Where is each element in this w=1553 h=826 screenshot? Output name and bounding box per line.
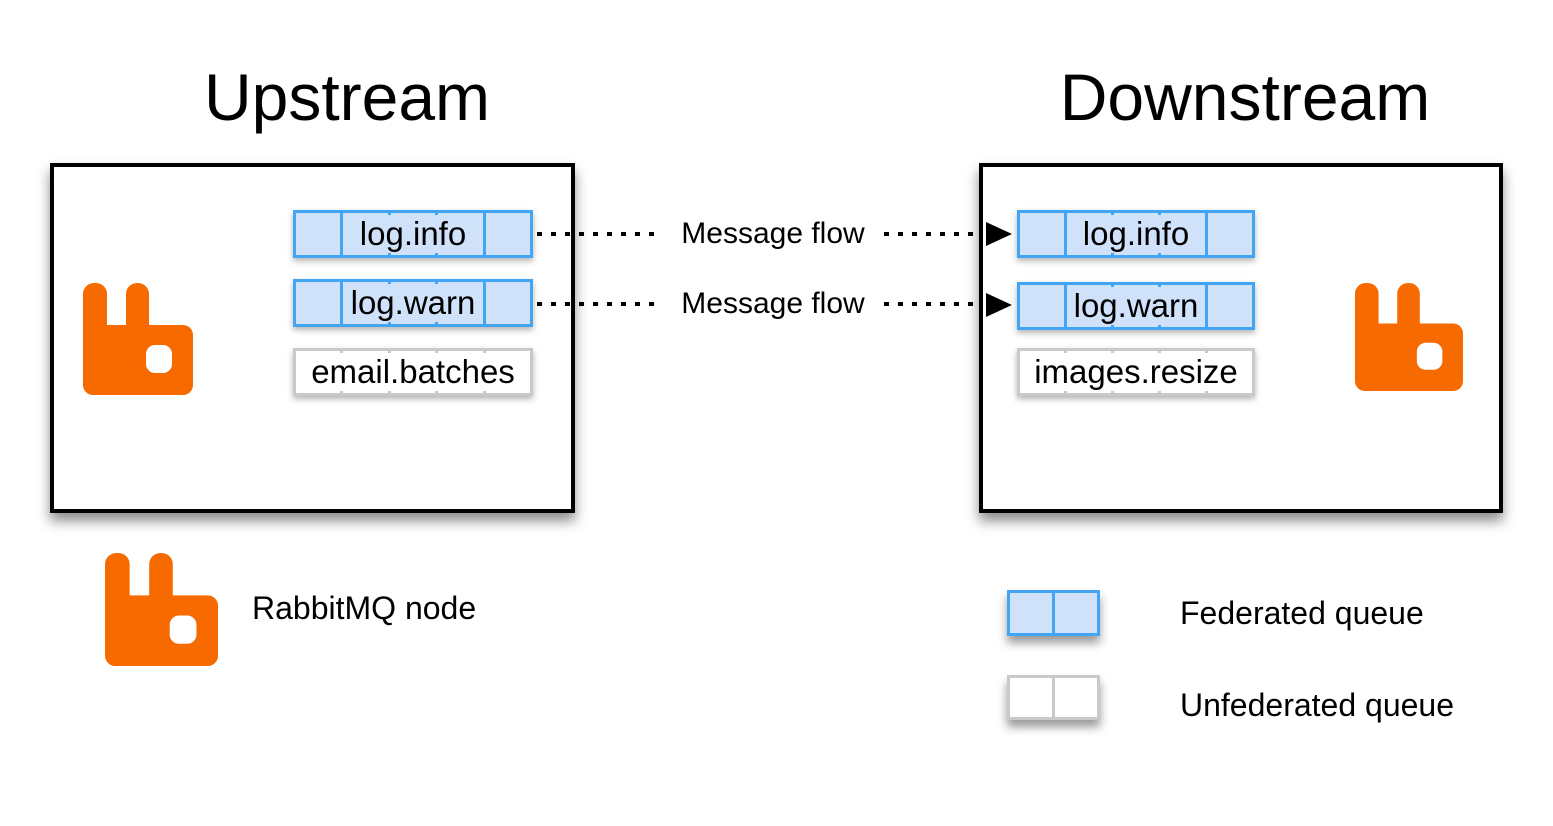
queue-downstream-log-info: log.info [1017, 210, 1255, 258]
downstream-title: Downstream [1059, 60, 1431, 134]
legend-unfederated-swatch [1007, 675, 1100, 720]
queue-label: log.info [354, 215, 472, 253]
queue-downstream-log-warn: log.warn [1017, 282, 1255, 330]
message-flow-dotted-line [884, 232, 978, 236]
message-flow-dotted-line [537, 302, 663, 306]
queue-label: log.info [1077, 215, 1195, 253]
queue-label: log.warn [1068, 287, 1204, 325]
legend-federated-label: Federated queue [1180, 595, 1424, 631]
legend-unfederated-label: Unfederated queue [1180, 687, 1454, 723]
queue-label: email.batches [306, 353, 520, 391]
queue-cells [1010, 678, 1097, 717]
arrowhead-icon [986, 222, 1012, 246]
message-flow-label: Message flow [681, 217, 865, 250]
upstream-broker-box: log.info log.warn email.batches [50, 163, 575, 513]
upstream-title: Upstream [203, 60, 491, 134]
rabbitmq-logo-icon [83, 283, 193, 395]
rabbitmq-logo-icon [1355, 283, 1463, 391]
queue-upstream-log-info: log.info [293, 210, 533, 258]
queue-downstream-images-resize: images.resize [1017, 348, 1255, 396]
message-flow-dotted-line [884, 302, 978, 306]
legend-node-label: RabbitMQ node [252, 590, 477, 626]
message-flow-label: Message flow [681, 287, 865, 320]
arrowhead-icon [986, 293, 1012, 317]
legend-federated-swatch [1007, 590, 1100, 636]
queue-label: images.resize [1029, 353, 1243, 391]
queue-upstream-email-batches: email.batches [293, 348, 533, 396]
downstream-broker-box: log.info log.warn images.resize [979, 163, 1503, 513]
queue-upstream-log-warn: log.warn [293, 279, 533, 327]
queue-label: log.warn [345, 284, 481, 322]
queue-cells [1010, 593, 1097, 633]
message-flow-dotted-line [537, 232, 663, 236]
rabbitmq-logo-icon [105, 553, 218, 666]
